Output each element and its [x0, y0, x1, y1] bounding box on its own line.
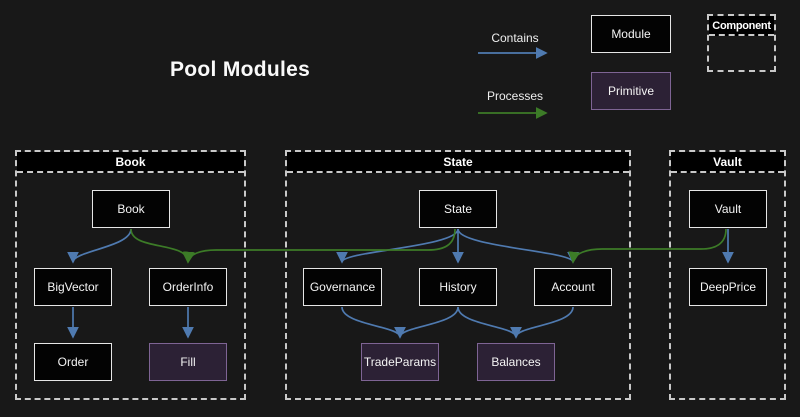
- node-vault: Vault: [689, 190, 767, 228]
- container-state: State: [285, 150, 631, 400]
- container-book: Book: [15, 150, 246, 400]
- legend-component-sample: Component: [707, 14, 776, 72]
- diagram-title: Pool Modules: [170, 58, 311, 81]
- legend-processes-label: Processes: [486, 89, 544, 103]
- legend-component-label: Component: [709, 16, 774, 36]
- node-bigvector: BigVector: [34, 268, 112, 306]
- node-history: History: [419, 268, 497, 306]
- container-book-label: Book: [17, 152, 244, 173]
- node-state: State: [419, 190, 497, 228]
- node-book: Book: [92, 190, 170, 228]
- container-vault: Vault: [669, 150, 786, 400]
- node-deepprice: DeepPrice: [689, 268, 767, 306]
- node-tradeparams: TradeParams: [361, 343, 439, 381]
- legend-contains-label: Contains: [491, 31, 539, 45]
- legend-primitive-sample: Primitive: [591, 72, 671, 110]
- container-state-label: State: [287, 152, 629, 173]
- node-orderinfo: OrderInfo: [149, 268, 227, 306]
- node-fill: Fill: [149, 343, 227, 381]
- node-governance: Governance: [303, 268, 382, 306]
- node-order: Order: [34, 343, 112, 381]
- container-vault-label: Vault: [671, 152, 784, 173]
- legend-module-sample: Module: [591, 15, 671, 53]
- node-balances: Balances: [477, 343, 555, 381]
- node-account: Account: [534, 268, 612, 306]
